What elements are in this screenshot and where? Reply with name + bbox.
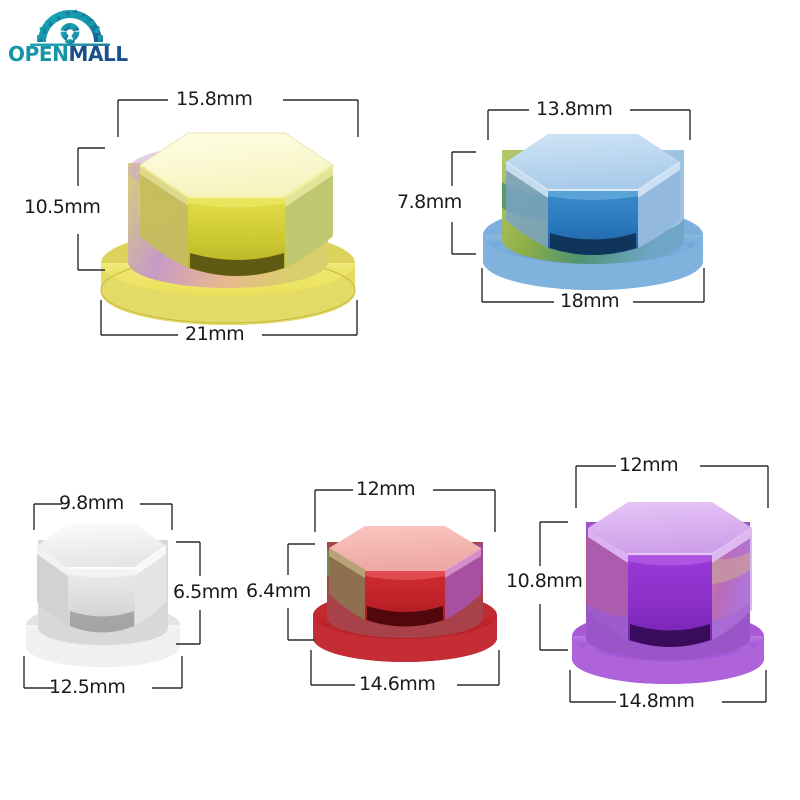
dimension-label-base-width-purple: 14.8mm [618,690,695,712]
dimension-height-blue [451,151,476,255]
dimension-base-width-purple [569,670,767,703]
product-gold-nut-cover: 15.8mm 10.5mm 21mm [0,0,400,380]
dimension-base-width-gold [100,300,358,336]
dimension-label-top-width-purple: 12mm [619,454,679,476]
product-silver-nut-cover: 9.8mm 6.5mm 12.5mm [0,480,260,730]
dimension-height-gold [77,147,105,271]
brand-logo: OPENMALL [8,6,138,72]
dimension-height-red [287,543,315,641]
dimension-label-top-width-blue: 13.8mm [536,98,613,120]
product-blue-nut-cover: 13.8mm 7.8mm 18mm [390,90,800,370]
brand-name: OPENMALL [8,42,138,66]
dimension-label-height-purple: 10.8mm [506,570,583,592]
dimension-base-width-red [310,650,500,686]
dimension-top-width-blue [487,109,691,140]
dimension-label-top-width-red: 12mm [356,478,416,500]
dimension-top-width-red [314,489,496,532]
dimension-label-height-silver: 6.5mm [173,581,238,603]
dimension-base-width-silver [23,656,183,689]
dimension-label-base-width-silver: 12.5mm [49,676,126,698]
dimension-top-width-gold [117,99,359,137]
dimension-label-base-width-blue: 18mm [560,290,620,312]
dimension-height-purple [539,521,568,651]
dimension-height-silver [176,541,201,645]
dimension-label-base-width-red: 14.6mm [359,673,436,695]
brand-name-part2: MALL [68,42,128,66]
dimension-label-base-width-gold: 21mm [185,323,245,345]
dimension-label-height-gold: 10.5mm [24,196,101,218]
product-purple-nut-cover: 12mm 10.8mm 14.8mm [506,440,800,730]
product-red-nut-cover: 12mm 6.4mm 14.6mm [246,460,545,730]
dimension-top-width-silver [33,503,173,530]
brand-name-part1: OPEN [8,42,69,66]
tire-wheel-icon [30,9,110,46]
dimension-top-width-purple [575,465,769,508]
dimension-label-top-width-gold: 15.8mm [176,88,253,110]
dimension-label-height-red: 6.4mm [246,580,311,602]
dimension-label-height-blue: 7.8mm [397,191,462,213]
dimension-base-width-blue [481,268,705,303]
dimension-label-top-width-silver: 9.8mm [59,492,124,514]
